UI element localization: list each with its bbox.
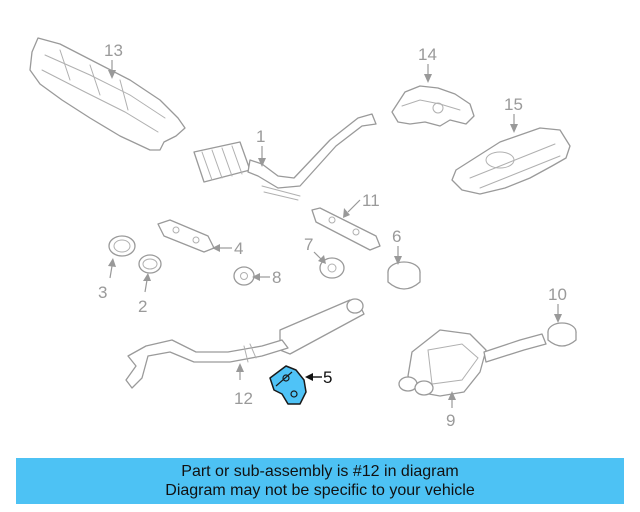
callout-6-label: 6 <box>392 227 401 246</box>
part-14-heat-shield[interactable] <box>391 85 475 127</box>
callout-15: 15 <box>504 95 523 133</box>
callout-5-label: 12 <box>234 389 253 408</box>
part-12-bracket[interactable] <box>269 365 307 405</box>
part-5-intermediate-pipe[interactable] <box>125 298 365 389</box>
callout-12-label: 5 <box>323 368 332 387</box>
callout-9: 9 <box>446 391 456 430</box>
callout-2: 2 <box>138 273 151 316</box>
part-9-rear-muffler[interactable] <box>398 329 547 397</box>
callout-8: 8 <box>252 268 281 287</box>
callout-13: 13 <box>104 41 123 79</box>
callout-1-label: 1 <box>256 127 265 146</box>
callout-7: 7 <box>304 235 326 264</box>
callout-4-label: 4 <box>234 239 243 258</box>
part-8-insulator[interactable] <box>233 266 255 286</box>
callout-6: 6 <box>392 227 402 265</box>
part-1-converter-pipe[interactable] <box>193 113 377 201</box>
part-2-gasket[interactable] <box>138 254 162 274</box>
callout-10: 10 <box>548 285 567 323</box>
part-11-bracket[interactable] <box>311 207 381 251</box>
part-10-clamp[interactable] <box>547 322 577 347</box>
callout-14: 14 <box>418 45 437 83</box>
callout-14-label: 14 <box>418 45 437 64</box>
part-4-hanger[interactable] <box>157 219 215 253</box>
notice-banner: Part or sub-assembly is #12 in diagram D… <box>16 458 624 504</box>
callout-3-label: 3 <box>98 283 107 302</box>
banner-line-1: Part or sub-assembly is #12 in diagram <box>181 463 459 480</box>
callout-11-label: 11 <box>362 191 380 210</box>
part-7-insulator[interactable] <box>319 257 345 279</box>
callout-10-label: 10 <box>548 285 567 304</box>
callout-9-label: 9 <box>446 411 455 430</box>
callout-4: 4 <box>212 239 243 258</box>
banner-line-2: Diagram may not be specific to your vehi… <box>165 482 475 499</box>
exhaust-parts-diagram: 13 14 15 1 <box>29 37 577 430</box>
part-13-heat-shield[interactable] <box>29 37 186 151</box>
callout-7-label: 7 <box>304 235 313 254</box>
callout-13-label: 13 <box>104 41 123 60</box>
callout-15-label: 15 <box>504 95 523 114</box>
callout-8-label: 8 <box>272 268 281 287</box>
callout-2-label: 2 <box>138 297 147 316</box>
part-15-heat-shield[interactable] <box>451 127 571 195</box>
callout-11: 11 <box>343 191 380 218</box>
part-3-clamp[interactable] <box>108 235 136 257</box>
callout-12: 5 <box>305 368 332 387</box>
callout-5: 12 <box>234 363 253 408</box>
callout-3: 3 <box>98 258 116 302</box>
callout-1: 1 <box>256 127 266 167</box>
part-6-clamp[interactable] <box>387 261 421 290</box>
